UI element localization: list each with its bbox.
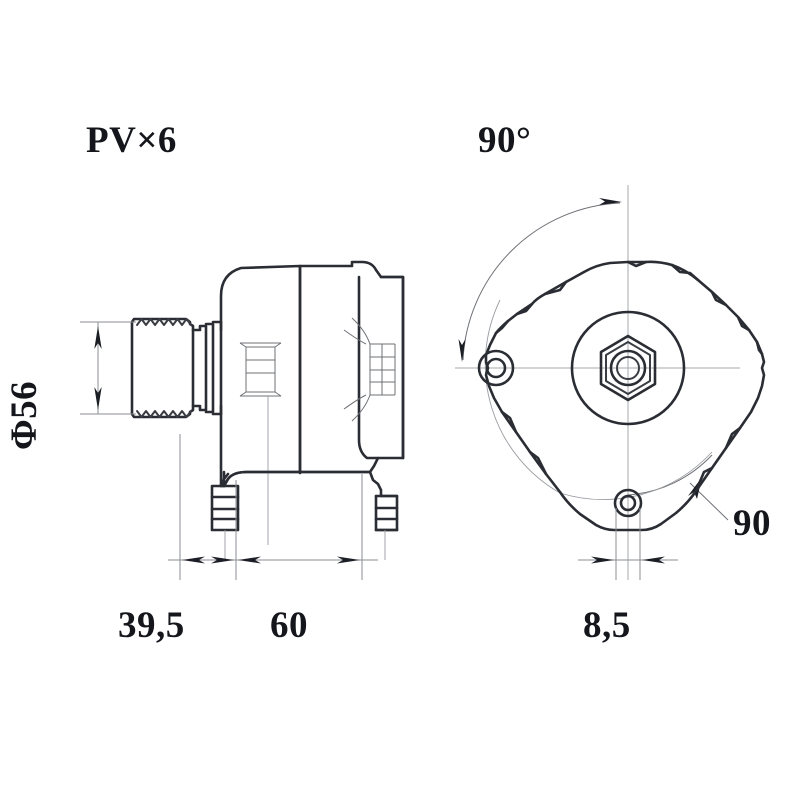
label-pulley-spec: PV×6 [86,120,177,161]
slip-ring-end-housing [298,260,405,532]
drive-end-housing [219,264,302,545]
front-bearing-boss [239,342,282,397]
end-view-centerlines [455,185,740,580]
side-view-group [130,260,405,560]
label-dim-pulley-length: 39,5 [118,605,185,646]
label-dim-mount-width: 8,5 [583,605,631,646]
rear-bearing-boss [343,317,396,422]
shaft-boss [570,310,686,426]
dimension-85 [578,508,678,580]
shaft-hex-nut [599,334,657,402]
label-angle-top: 90° [478,120,532,161]
lower-mounting-eye [613,488,643,518]
dimension-group-side [168,434,378,580]
label-dim-body-length: 60 [270,605,308,646]
dimension-395 [168,556,248,564]
front-collar [204,320,223,416]
label-angle-bottom: 90 [733,503,771,544]
housing-profile [484,260,766,532]
dimension-phi56 [80,321,136,415]
left-mounting-eye [477,349,515,387]
mounting-feet [210,470,386,560]
v-ribbed-pulley [130,317,208,419]
label-pulley-diameter: Φ56 [4,380,45,450]
dimension-60 [236,556,378,564]
end-view-group [455,185,766,580]
angle-arc-90deg [458,198,622,362]
